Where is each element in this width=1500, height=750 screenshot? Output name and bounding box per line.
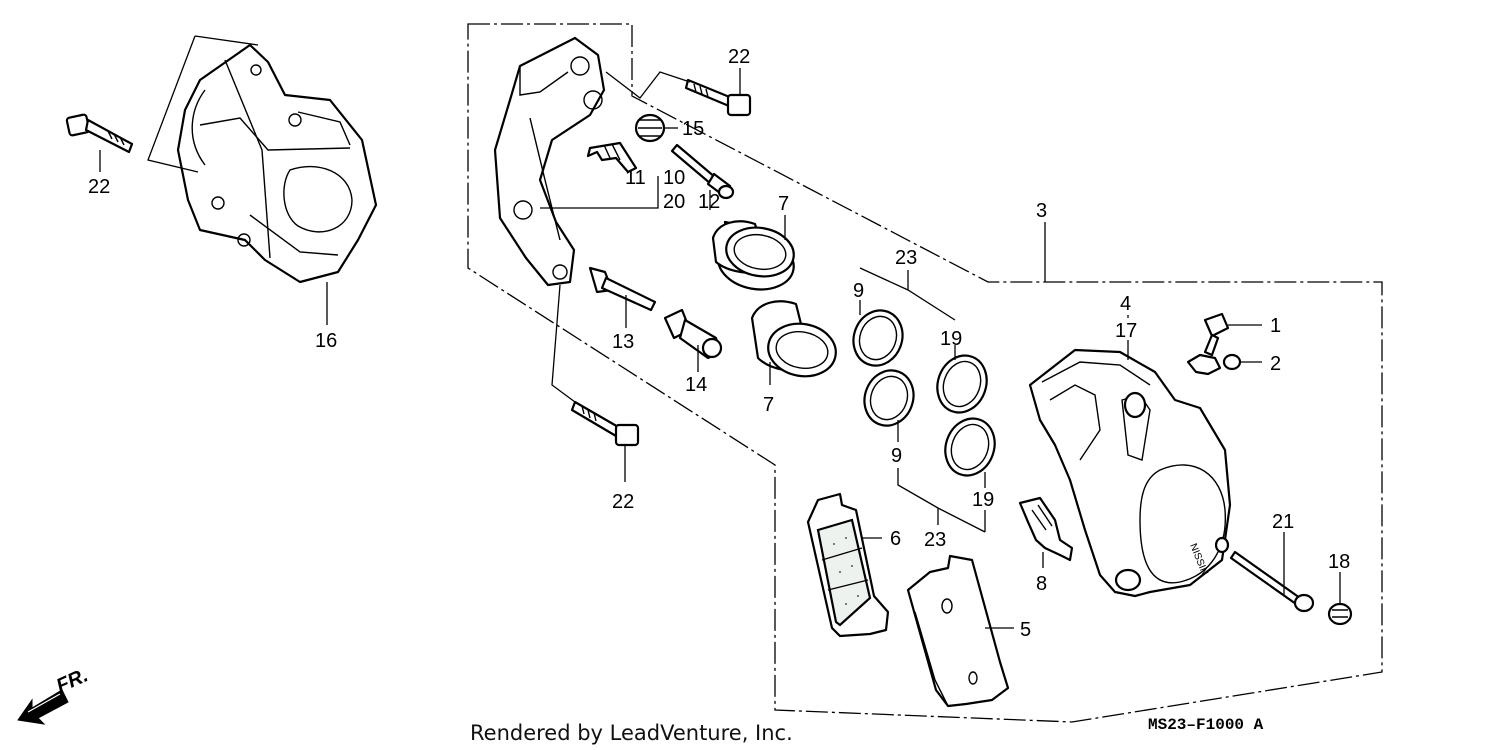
part-9-piston-seal-upper[interactable]: [846, 303, 910, 372]
callout-19-upper[interactable]: 19: [940, 328, 962, 350]
callout-11[interactable]: 11: [625, 167, 646, 189]
callout-1[interactable]: 1: [1270, 315, 1281, 337]
part-7-piston-upper[interactable]: [711, 220, 798, 295]
callout-12[interactable]: 12: [698, 191, 720, 213]
part-7-piston-lower[interactable]: [750, 300, 840, 381]
callout-19-lower[interactable]: 19: [972, 489, 994, 511]
part-4-caliper-body[interactable]: NISSIN: [1028, 348, 1232, 598]
caliper-bracket[interactable]: [493, 36, 606, 287]
part-22-bolt-top[interactable]: [684, 78, 752, 117]
part-12-slide-pin[interactable]: [670, 143, 735, 200]
callout-20[interactable]: 20: [663, 191, 685, 213]
part-19-dust-seal-upper[interactable]: [930, 349, 995, 420]
part-2-bleeder-cap[interactable]: [1186, 353, 1242, 376]
callout-18[interactable]: 18: [1328, 551, 1350, 573]
callout-4[interactable]: 4: [1120, 293, 1131, 315]
part-14-bleeder-bolt[interactable]: [663, 308, 723, 360]
callout-7-upper[interactable]: 7: [778, 193, 789, 215]
diagram-code: MS23–F1000 A: [1148, 716, 1264, 734]
part-15-boot-cap[interactable]: [634, 113, 666, 143]
callout-14[interactable]: 14: [685, 374, 707, 396]
part-6-brake-pad-inner[interactable]: [806, 492, 890, 638]
callout-9-lower[interactable]: 9: [891, 445, 902, 467]
part-16-caliper-assembly[interactable]: [176, 43, 378, 284]
callout-22-top[interactable]: 22: [728, 46, 750, 68]
part-22-bolt-lower[interactable]: [570, 400, 640, 447]
part-1-bleeder-screw[interactable]: [1203, 312, 1230, 357]
callout-9-upper[interactable]: 9: [853, 280, 864, 302]
callout-22-lower[interactable]: 22: [612, 491, 634, 513]
part-19-dust-seal-lower[interactable]: [938, 412, 1003, 483]
callout-17[interactable]: 17: [1115, 320, 1137, 342]
callout-6[interactable]: 6: [890, 528, 901, 550]
front-direction-label: FR.: [53, 664, 91, 697]
callout-3[interactable]: 3: [1036, 200, 1047, 222]
part-18-pin-plug[interactable]: [1327, 602, 1353, 626]
part-13-slide-pin[interactable]: [588, 266, 657, 312]
front-direction-arrow-icon: [17, 689, 69, 725]
render-credit: Rendered by LeadVenture, Inc.: [470, 721, 793, 745]
leader-16-box: [147, 35, 259, 173]
callout-5[interactable]: 5: [1020, 619, 1031, 641]
callout-15[interactable]: 15: [682, 118, 704, 140]
part-9-piston-seal-lower[interactable]: [857, 363, 921, 432]
callout-22-left[interactable]: 22: [88, 176, 110, 198]
leader-22-lower-link: [551, 284, 576, 403]
callout-16[interactable]: 16: [315, 330, 337, 352]
leader-9-lower-b: [897, 468, 986, 533]
callout-2[interactable]: 2: [1270, 353, 1281, 375]
callout-13[interactable]: 13: [612, 331, 634, 353]
callout-21[interactable]: 21: [1272, 511, 1294, 533]
leader-10-20-bracket: [540, 176, 659, 209]
callout-23-lower[interactable]: 23: [924, 529, 946, 551]
part-21-pad-pin[interactable]: [1229, 550, 1315, 613]
part-11-retainer-clip[interactable]: [586, 141, 638, 174]
part-22-bolt-left[interactable]: [65, 113, 134, 154]
part-8-pad-spring[interactable]: [1018, 496, 1074, 562]
callout-10[interactable]: 10: [663, 167, 685, 189]
callout-8[interactable]: 8: [1036, 573, 1047, 595]
callout-23-upper[interactable]: 23: [895, 247, 917, 269]
part-5-brake-pad-outer[interactable]: [906, 554, 1010, 708]
leader-22-top-link: [605, 71, 691, 99]
callout-7-lower[interactable]: 7: [763, 394, 774, 416]
assembly-outline: [467, 23, 1383, 723]
